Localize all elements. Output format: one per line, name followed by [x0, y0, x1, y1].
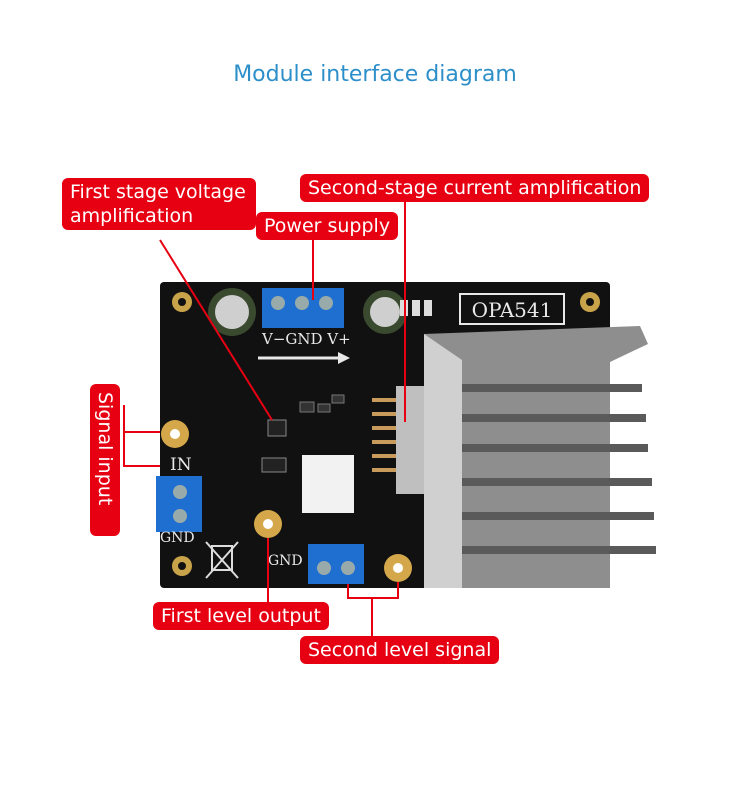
diagram-title: Module interface diagram — [233, 62, 517, 87]
opa541-ic — [396, 386, 424, 494]
output-terminal — [308, 544, 364, 584]
tag-power-supply: Power supply — [256, 212, 399, 240]
tag-signal-input: Signal input — [90, 384, 120, 536]
gnd-left-label: GND — [160, 530, 195, 546]
chip-label-box — [459, 293, 565, 325]
chip-name: OPA541 — [472, 298, 553, 322]
tag-second-stage: Second-stage current amplification — [300, 174, 650, 202]
weee-icon — [211, 545, 233, 571]
power-resistor — [302, 455, 354, 513]
in-label: IN — [170, 455, 192, 475]
tag-first-stage: First stage voltage amplification — [62, 178, 256, 230]
ic-u1 — [267, 419, 287, 437]
tag-second-level-signal: Second level signal — [300, 636, 500, 664]
power-pin-labels: V−GND V+ — [261, 330, 351, 348]
input-terminal — [156, 476, 202, 532]
gnd-mid-label: GND — [268, 553, 303, 569]
leader-lines — [123, 198, 406, 638]
tag-first-level-output: First level output — [153, 602, 329, 630]
